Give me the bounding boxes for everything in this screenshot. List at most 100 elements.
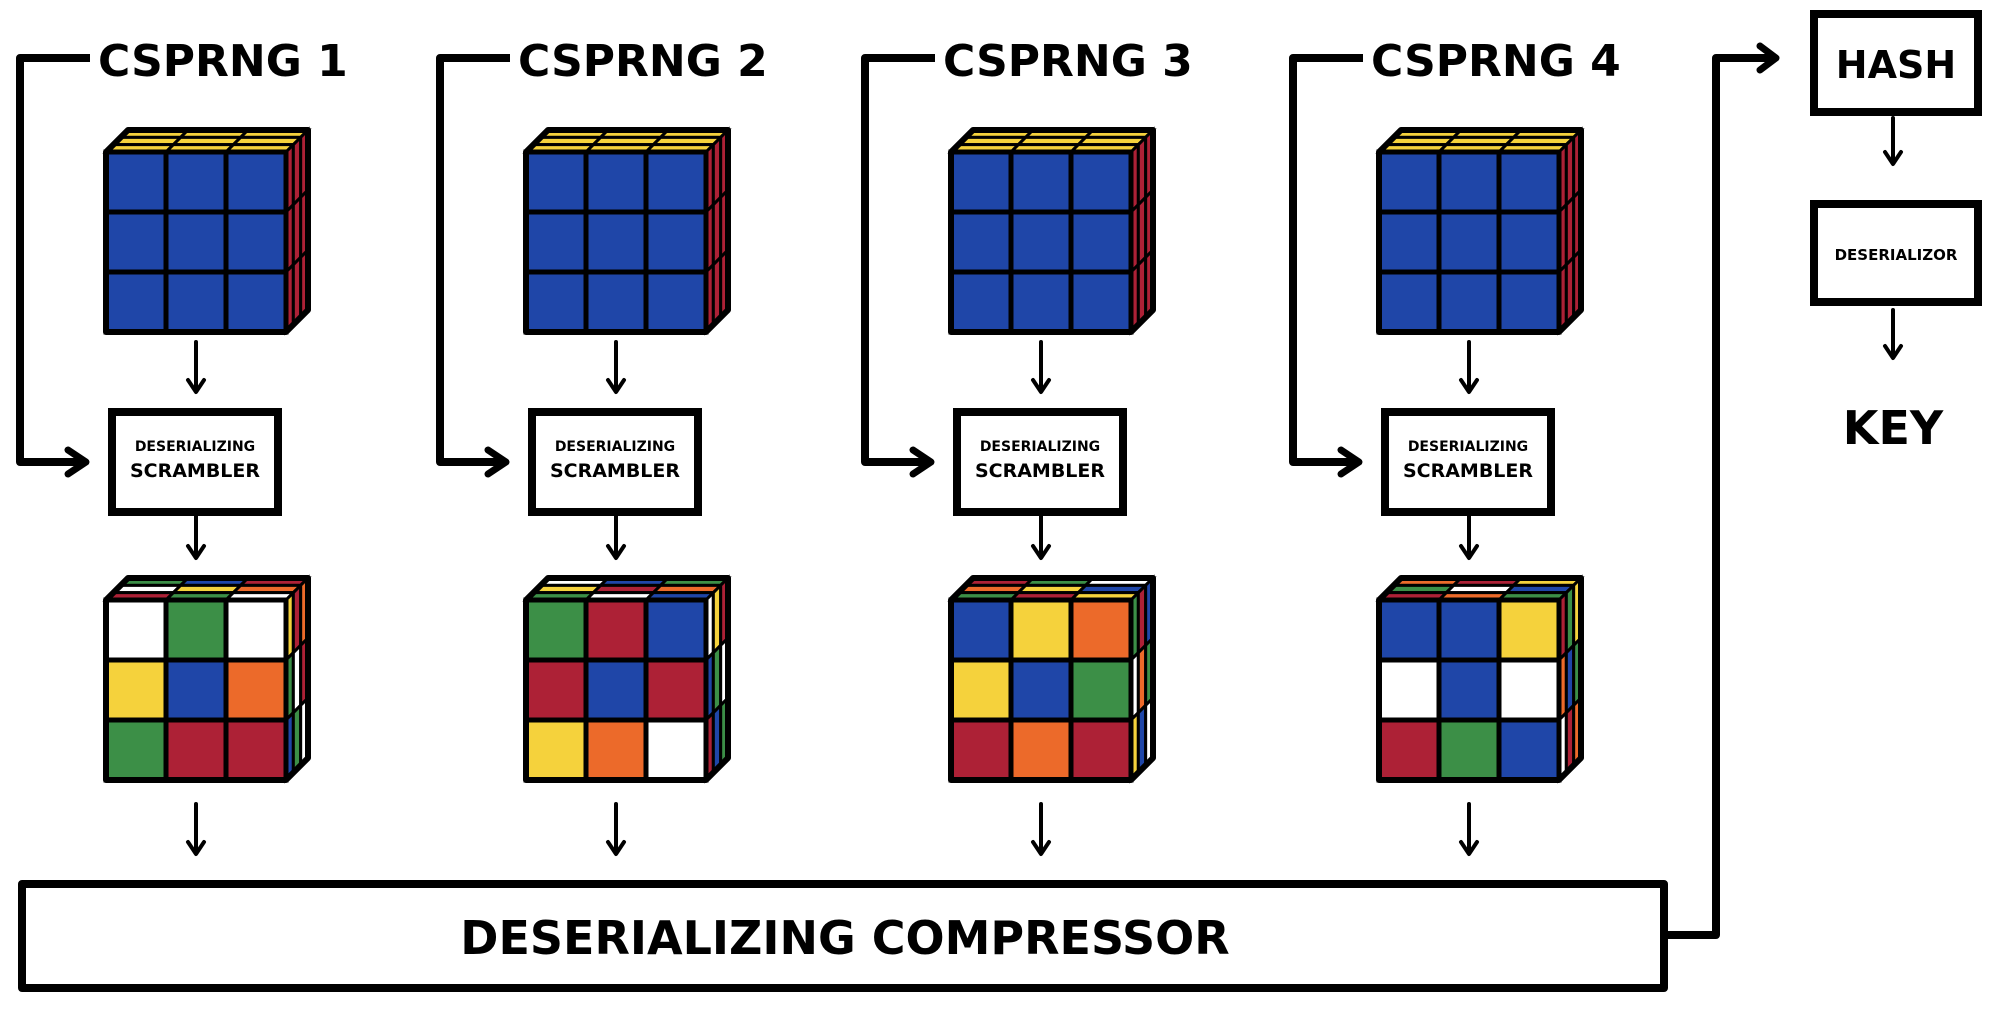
cube-front-sticker — [223, 149, 289, 215]
cube-front-sticker — [1376, 597, 1442, 663]
cube-front-sticker — [523, 269, 589, 335]
cube-front-sticker — [1068, 657, 1134, 723]
cube-front-sticker — [1496, 269, 1562, 335]
deserializor-label: DESERIALIZOR — [1835, 246, 1958, 264]
cube-front-sticker — [1436, 269, 1502, 335]
cube-front-sticker — [1008, 597, 1074, 663]
cube-outline — [948, 127, 1156, 335]
cube-front-sticker — [103, 269, 169, 335]
cube-front-sticker — [1008, 269, 1074, 335]
csprng-feed-arrowhead — [64, 446, 90, 478]
cube-front-sticker — [523, 657, 589, 723]
cube-front-sticker — [223, 597, 289, 663]
cube-front-sticker — [1008, 717, 1074, 783]
cube-outline — [103, 575, 311, 783]
cube-front-sticker — [1376, 209, 1442, 275]
cube-front-sticker — [948, 209, 1014, 275]
scrambler-box — [953, 408, 1127, 516]
solved-cube — [102, 126, 312, 336]
cube-front-sticker — [1496, 657, 1562, 723]
cube-to-compressor-arrow — [186, 802, 206, 856]
cube-front-sticker — [223, 717, 289, 783]
scrambler-to-cube-arrow — [1031, 514, 1051, 560]
cube-front-sticker — [948, 717, 1014, 783]
cube-front-sticker — [103, 597, 169, 663]
cube-front-sticker — [523, 209, 589, 275]
cube-front-sticker — [583, 269, 649, 335]
cube-front-sticker — [103, 149, 169, 215]
csprng-feed-line — [861, 54, 935, 466]
cube-front-sticker — [1376, 657, 1442, 723]
cube-outline — [103, 127, 311, 335]
cube-front-sticker — [163, 149, 229, 215]
deserializor-to-key-arrow — [1883, 308, 1903, 360]
scrambler-label-line1: DESERIALIZING — [555, 439, 675, 455]
cube-to-compressor-arrow — [606, 802, 626, 856]
hash-label: HASH — [1836, 43, 1956, 87]
scrambled-cube — [947, 574, 1157, 784]
cube-front-sticker — [1008, 209, 1074, 275]
cube-outline — [523, 575, 731, 783]
csprng-title: CSPRNG 3 — [943, 36, 1193, 87]
cube-front-sticker — [523, 717, 589, 783]
cube-front-sticker — [583, 657, 649, 723]
cube-front-sticker — [1436, 717, 1502, 783]
cube-front-sticker — [1436, 657, 1502, 723]
cube-front-sticker — [1068, 597, 1134, 663]
csprng-feed-arrowhead — [909, 446, 935, 478]
scrambler-to-cube-arrow — [186, 514, 206, 560]
cube-front-sticker — [1008, 149, 1074, 215]
scrambler-to-cube-arrow — [606, 514, 626, 560]
cube-outline — [523, 127, 731, 335]
cube-front-sticker — [643, 209, 709, 275]
hash-to-deserializor-arrow — [1883, 116, 1903, 166]
cube-front-sticker — [643, 149, 709, 215]
compressor-to-hash-line — [1664, 54, 1776, 939]
cube-front-sticker — [948, 269, 1014, 335]
cube-front-sticker — [1496, 717, 1562, 783]
scrambled-cube — [1375, 574, 1585, 784]
cube-to-scrambler-arrow — [606, 340, 626, 394]
cube-front-sticker — [1436, 149, 1502, 215]
scrambler-label-line2: SCRAMBLER — [130, 460, 260, 482]
scrambled-cube — [102, 574, 312, 784]
scrambler-label-line1: DESERIALIZING — [135, 439, 255, 455]
compressor-label: DESERIALIZING COMPRESSOR — [460, 911, 1229, 965]
scrambler-label-line2: SCRAMBLER — [1403, 460, 1533, 482]
cube-front-sticker — [1496, 597, 1562, 663]
csprng-title: CSPRNG 2 — [518, 36, 768, 87]
solved-cube — [522, 126, 732, 336]
cube-front-sticker — [1068, 717, 1134, 783]
cube-to-scrambler-arrow — [1459, 340, 1479, 394]
cube-front-sticker — [1376, 149, 1442, 215]
cube-front-sticker — [223, 657, 289, 723]
cube-front-sticker — [1436, 209, 1502, 275]
cube-front-sticker — [643, 717, 709, 783]
cube-front-sticker — [1496, 209, 1562, 275]
cube-outline — [948, 575, 1156, 783]
solved-cube — [947, 126, 1157, 336]
scrambler-label-line1: DESERIALIZING — [1408, 439, 1528, 455]
cube-front-sticker — [1068, 149, 1134, 215]
deserializor-block: DESERIALIZOR — [1810, 200, 1982, 306]
cube-front-sticker — [163, 657, 229, 723]
cube-front-sticker — [948, 597, 1014, 663]
csprng-feed-line — [436, 54, 510, 466]
compressor-block: DESERIALIZING COMPRESSOR — [18, 880, 1668, 992]
cube-front-sticker — [223, 269, 289, 335]
solved-cube — [1375, 126, 1585, 336]
cube-front-sticker — [103, 657, 169, 723]
cube-front-sticker — [163, 269, 229, 335]
cube-front-sticker — [1376, 269, 1442, 335]
cube-outline — [1376, 127, 1584, 335]
cube-front-sticker — [1436, 597, 1502, 663]
compressor-to-hash-arrowhead — [1756, 42, 1780, 74]
cube-front-sticker — [1008, 657, 1074, 723]
deserializor-box — [1810, 200, 1982, 306]
scrambled-cube — [522, 574, 732, 784]
